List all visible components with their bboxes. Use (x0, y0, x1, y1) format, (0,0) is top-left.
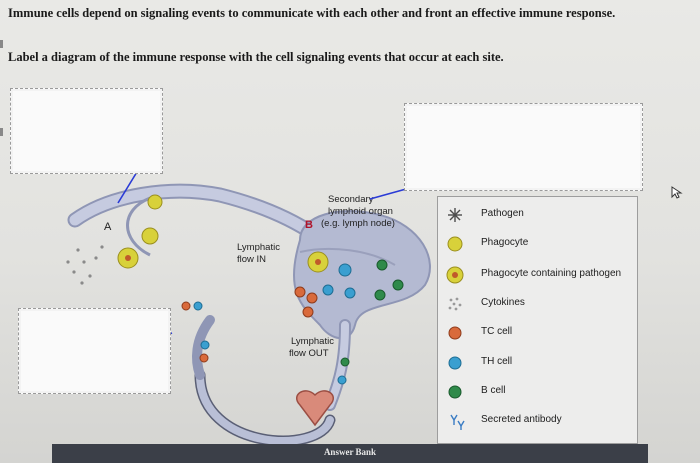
return-vessel-fill (196, 371, 334, 445)
legend-label-antibody: Secreted antibody (481, 414, 562, 425)
phagocyte-with-pathogen-icon (446, 266, 464, 284)
legend-row-phagocyte: Phagocyte (438, 234, 637, 254)
legend-row-pathogen: Pathogen (438, 205, 637, 225)
secondary-organ-label-3: (e.g. lymph node) (321, 218, 395, 229)
lymphatic-in-label-2: flow IN (237, 254, 266, 265)
answer-bank-header[interactable]: Answer Bank (52, 444, 648, 463)
legend-row-b-cell: B cell (438, 382, 637, 402)
question-line-2: Label a diagram of the immune response w… (8, 50, 504, 64)
th-cell-icon (448, 356, 462, 370)
legend-label-pathogen: Pathogen (481, 208, 524, 219)
lymphatic-in-label-1: Lymphatic (237, 242, 280, 253)
legend-row-antibody: Secreted antibody (438, 411, 637, 431)
label-drop-zone-c[interactable] (18, 308, 171, 394)
lymphatic-out-label-2: flow OUT (289, 348, 329, 359)
phagocyte-icon (117, 194, 329, 273)
secreted-antibody-icon (450, 414, 465, 430)
label-drop-zone-b[interactable] (404, 103, 643, 191)
lymphocyte-cluster (181, 259, 404, 385)
legend-label-phagocyte: Phagocyte (481, 237, 529, 248)
vessel-branch (126, 196, 151, 257)
question-line-1: Immune cells depend on signaling events … (8, 6, 616, 20)
legend-row-cytokines: Cytokines (438, 294, 637, 314)
page-edge-mark (0, 40, 3, 48)
secondary-organ-label-2: lymphoid organ (328, 206, 393, 217)
cytokines-icon (66, 245, 104, 285)
legend-label-cytokines: Cytokines (481, 297, 525, 308)
legend-label-b-cell: B cell (481, 385, 506, 396)
lymphatic-out-label-1: Lymphatic (291, 336, 334, 347)
diagram-legend: Pathogen Phagocyte Phagocyte containing … (437, 196, 638, 444)
heart-icon (295, 390, 335, 427)
site-label-b: B (305, 219, 313, 231)
lymph-node-shape (292, 210, 431, 340)
lymphatic-vessel-in (69, 185, 321, 241)
legend-label-th-cell: TH cell (481, 356, 513, 367)
legend-label-tc-cell: TC cell (481, 326, 513, 337)
legend-row-th-cell: TH cell (438, 353, 637, 373)
legend-label-phagocyte-pathogen: Phagocyte containing pathogen (481, 268, 622, 279)
phagocyte-icon (447, 236, 463, 252)
vessel-c (192, 315, 215, 380)
tc-cell-icon (448, 326, 462, 340)
label-drop-zone-a[interactable] (10, 88, 163, 174)
legend-row-phagocyte-pathogen: Phagocyte containing pathogen (438, 265, 637, 285)
site-label-a: A (104, 221, 112, 233)
b-cell-icon (448, 385, 462, 399)
mouse-pointer-icon (671, 186, 683, 199)
lymph-node-inner-line (299, 247, 396, 266)
page-edge-mark (0, 128, 3, 136)
secondary-organ-label-1: Secondary (328, 194, 374, 205)
cytokines-icon (448, 297, 462, 311)
legend-row-tc-cell: TC cell (438, 323, 637, 343)
pathogen-icon (448, 208, 462, 222)
